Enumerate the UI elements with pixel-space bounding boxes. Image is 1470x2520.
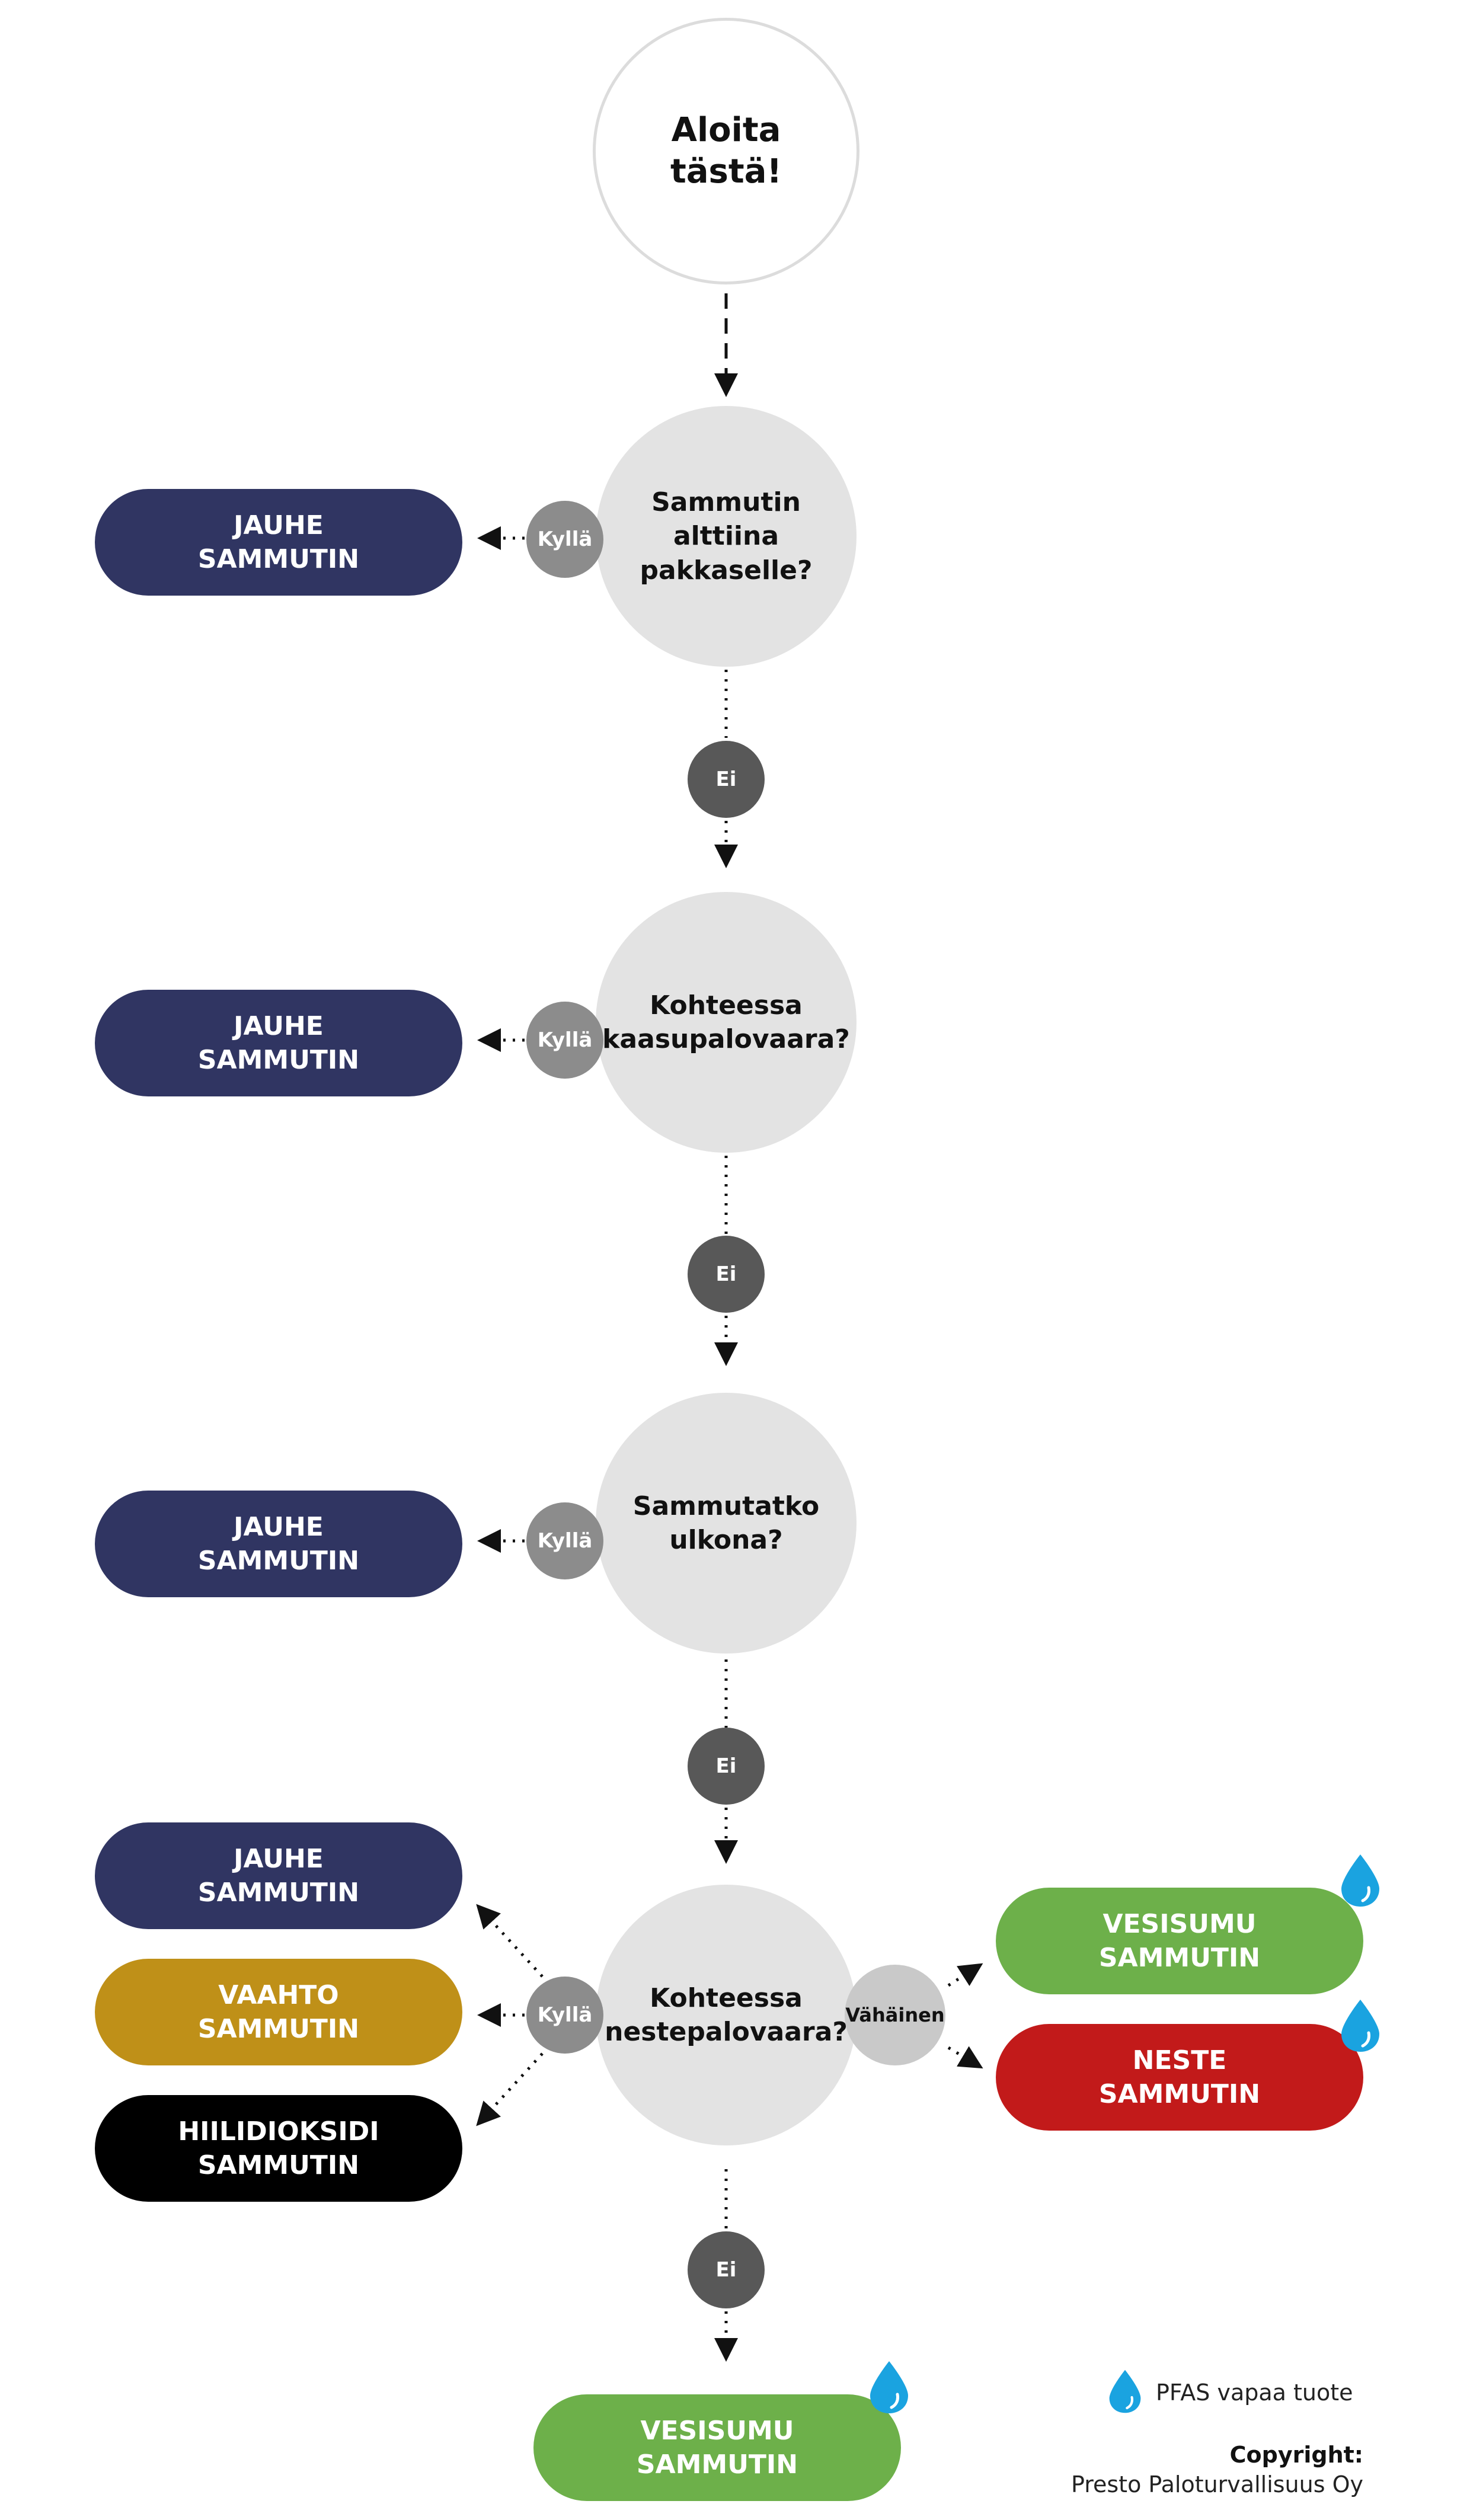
no-label: Ei [715, 767, 737, 791]
no-badge: Ei [688, 1236, 765, 1313]
no-label: Ei [715, 1754, 737, 1778]
outcome-liquid-extinguisher: NESTE SAMMUTIN [996, 2024, 1363, 2131]
yes-label: Kyllä [537, 1529, 593, 1553]
question-outdoors: Sammutatko ulkona? [596, 1393, 857, 1654]
outcome-co2-extinguisher: HIILIDIOKSIDI SAMMUTIN [95, 2095, 462, 2202]
no-badge: Ei [688, 741, 765, 818]
yes-badge: Kyllä [526, 1502, 603, 1579]
water-drop-icon [870, 2361, 908, 2413]
water-drop-icon [1341, 1854, 1379, 1907]
copyright-name: Presto Paloturvallisuus Oy [1070, 2471, 1363, 2497]
question-liquid-fire: Kohteessa nestepalovaara? [596, 1885, 857, 2145]
legend-pfas-free: PFAS vapaa tuote [1156, 2380, 1353, 2406]
question-label: Kohteessa kaasupalovaara? [602, 990, 850, 1054]
yes-badge: Kyllä [526, 1002, 603, 1079]
arrow-q4-yes-bottom [476, 2052, 544, 2126]
yes-label: Kyllä [537, 2003, 593, 2027]
outcome-foam-extinguisher: VAAHTO SAMMUTIN [95, 1959, 462, 2065]
start-node: Aloita tästä! [593, 18, 859, 284]
start-label: Aloita tästä! [670, 111, 782, 191]
outcome-label: VESISUMU SAMMUTIN [1098, 1908, 1261, 1973]
outcome-label: JAUHE SAMMUTIN [197, 1843, 360, 1908]
outcome-label: JAUHE SAMMUTIN [197, 1010, 360, 1075]
question-label: Sammutin alttiina pakkaselle? [640, 487, 813, 586]
outcome-powder-extinguisher: JAUHE SAMMUTIN [95, 489, 462, 596]
yes-badge: Kyllä [526, 501, 603, 578]
yes-label: Kyllä [537, 527, 593, 551]
outcome-powder-extinguisher: JAUHE SAMMUTIN [95, 990, 462, 1096]
arrow-q4-yes-top [476, 1904, 544, 1978]
question-label: Sammutatko ulkona? [632, 1491, 820, 1555]
minor-label: Vähäinen [845, 2004, 945, 2026]
outcome-label: VAAHTO SAMMUTIN [197, 1979, 360, 2044]
no-badge: Ei [688, 1728, 765, 1805]
outcome-label: NESTE SAMMUTIN [1098, 2045, 1261, 2109]
question-label: Kohteessa nestepalovaara? [605, 1982, 848, 2047]
outcome-label: JAUHE SAMMUTIN [197, 510, 360, 574]
outcome-label: HIILIDIOKSIDI SAMMUTIN [178, 2116, 379, 2180]
question-freezing: Sammutin alttiina pakkaselle? [596, 406, 857, 667]
outcome-powder-extinguisher: JAUHE SAMMUTIN [95, 1822, 462, 1929]
outcome-water-mist-extinguisher: VESISUMU SAMMUTIN [996, 1888, 1363, 1994]
minor-badge: Vähäinen [845, 1965, 945, 2065]
yes-badge: Kyllä [526, 1977, 603, 2054]
no-badge: Ei [688, 2231, 765, 2308]
arrow-q4-minor-bottom [947, 2046, 983, 2069]
water-drop-icon [1109, 2369, 1141, 2413]
arrow-q4-minor-top [947, 1963, 983, 1987]
outcome-label: JAUHE SAMMUTIN [197, 1511, 360, 1576]
no-label: Ei [715, 1262, 737, 1286]
outcome-label: VESISUMU SAMMUTIN [636, 2415, 798, 2480]
no-label: Ei [715, 2258, 737, 2282]
outcome-water-mist-extinguisher-final: VESISUMU SAMMUTIN [533, 2394, 901, 2501]
question-gas-fire: Kohteessa kaasupalovaara? [596, 892, 857, 1153]
water-drop-icon [1341, 2000, 1379, 2052]
yes-label: Kyllä [537, 1028, 593, 1052]
copyright-title: Copyright: [1229, 2442, 1363, 2468]
outcome-powder-extinguisher: JAUHE SAMMUTIN [95, 1491, 462, 1597]
